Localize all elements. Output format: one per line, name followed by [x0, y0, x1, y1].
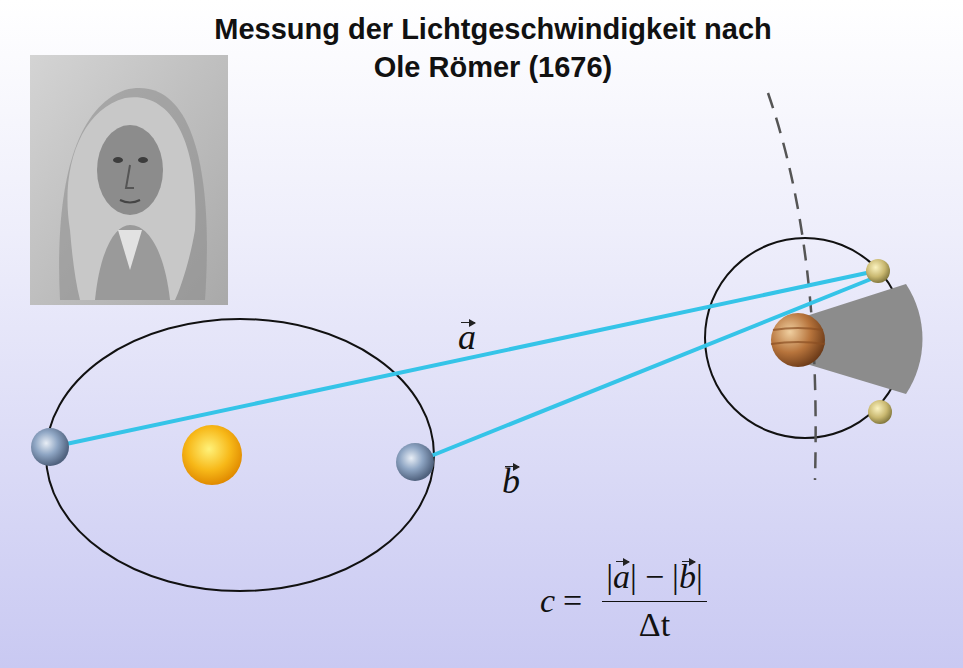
- portrait: [30, 55, 228, 305]
- vector-letter: b: [502, 460, 520, 503]
- formula-symbol: c: [540, 580, 555, 623]
- formula-symbol: |: [672, 556, 679, 599]
- moon: [868, 400, 892, 424]
- vector-letter: a: [458, 316, 476, 359]
- denominator: Δt: [639, 602, 670, 647]
- sun: [182, 425, 242, 485]
- formula-symbol: |: [630, 556, 637, 599]
- earth-orbit: [46, 319, 434, 591]
- vector-label: a: [458, 316, 476, 359]
- earth: [396, 443, 434, 481]
- light-ray: [416, 277, 876, 462]
- title: Messung der Lichtgeschwindigkeit nach Ol…: [193, 10, 793, 86]
- formula-symbol: |: [696, 556, 703, 599]
- vector-label: b: [502, 460, 520, 503]
- formula-symbol: |: [606, 556, 613, 599]
- formula-symbol: a: [613, 556, 630, 599]
- formula-symbol: b: [679, 556, 696, 599]
- light-ray: [52, 271, 876, 447]
- moon: [866, 259, 890, 283]
- earth: [31, 428, 69, 466]
- formula-symbol: =: [563, 580, 582, 623]
- formula-symbol: −: [645, 556, 664, 599]
- formula: c=|a|−|b|Δt: [540, 556, 707, 646]
- fraction: |a|−|b|Δt: [602, 556, 706, 646]
- numerator: |a|−|b|: [602, 556, 706, 602]
- jupiter: [771, 313, 825, 367]
- formula-symbol: Δt: [639, 606, 670, 643]
